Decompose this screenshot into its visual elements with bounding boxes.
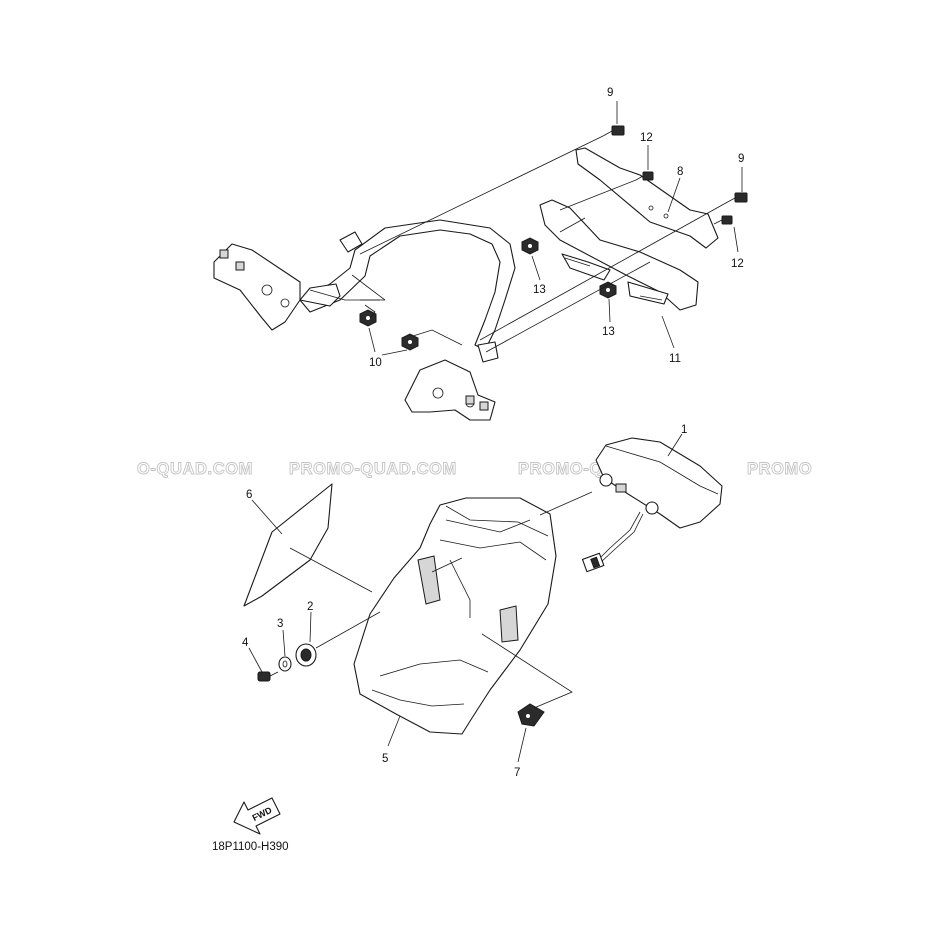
watermark-text-1: O-QUAD.COM bbox=[137, 460, 253, 478]
bracket-11 bbox=[539, 199, 699, 311]
hardware-upper bbox=[359, 125, 748, 351]
callout-13-left: 13 bbox=[533, 284, 546, 296]
washer-3 bbox=[278, 656, 292, 672]
callout-7: 7 bbox=[514, 767, 520, 779]
nut-10-lower bbox=[401, 333, 419, 351]
watermark-text-2: PROMO-QUAD.COM bbox=[289, 460, 457, 478]
diagram-code: 18P1100-H390 bbox=[212, 841, 289, 853]
callout-1: 1 bbox=[681, 424, 687, 436]
screw-4 bbox=[257, 671, 279, 682]
carrier-frame bbox=[213, 219, 516, 421]
callout-labels: 1 2 3 4 5 6 7 8 9 9 10 11 12 12 13 13 bbox=[242, 87, 744, 779]
clip-7 bbox=[517, 703, 545, 727]
leaders-upper bbox=[359, 101, 743, 356]
callout-8: 8 bbox=[677, 166, 683, 178]
nut-13-left bbox=[521, 237, 539, 255]
callout-9-right: 9 bbox=[738, 153, 744, 165]
callout-12-left: 12 bbox=[640, 132, 653, 144]
rear-fender-5 bbox=[353, 497, 557, 735]
callout-2: 2 bbox=[307, 601, 313, 613]
callout-9-left: 9 bbox=[607, 87, 613, 99]
leaders-lower bbox=[248, 433, 683, 763]
nut-13-right bbox=[599, 281, 617, 299]
bracket-8 bbox=[575, 147, 719, 249]
callout-11: 11 bbox=[669, 353, 681, 365]
callout-10: 10 bbox=[369, 357, 382, 369]
callout-4: 4 bbox=[242, 637, 249, 649]
watermark-text-4: PROMO bbox=[747, 460, 812, 478]
bolt-9-right bbox=[723, 192, 748, 205]
callout-12-right: 12 bbox=[731, 258, 744, 270]
bolt-9-left bbox=[602, 125, 625, 137]
plate-6 bbox=[243, 483, 333, 607]
taillight-1 bbox=[581, 437, 723, 573]
callout-13-right: 13 bbox=[602, 326, 615, 338]
bolt-12-right bbox=[713, 215, 733, 225]
bolt-12-left bbox=[635, 171, 654, 181]
callout-5: 5 bbox=[382, 753, 388, 765]
nut-10-upper bbox=[359, 309, 377, 327]
callout-3: 3 bbox=[277, 618, 283, 630]
fwd-arrow: FWD bbox=[233, 797, 281, 835]
callout-6: 6 bbox=[246, 489, 252, 501]
grommet-2 bbox=[295, 643, 317, 667]
